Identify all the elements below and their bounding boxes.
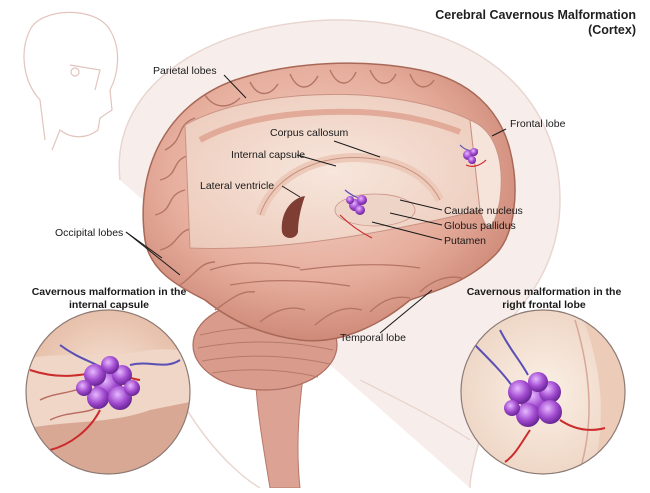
lateral-ventricle	[281, 196, 305, 238]
label-lateral-ventricle: Lateral ventricle	[200, 180, 275, 192]
label-temporal-lobe: Temporal lobe	[340, 332, 406, 344]
frontal-cut	[469, 119, 502, 227]
label-internal-capsule: Internal capsule	[231, 149, 306, 161]
gyri-folds	[154, 69, 463, 326]
inset-right-line-1: Cavernous malformation in the	[466, 286, 622, 298]
malformation-internal-capsule	[339, 189, 373, 239]
title-line-1: Cerebral Cavernous Malformation	[435, 8, 636, 22]
temporal-folds	[209, 262, 421, 287]
label-corpus-callosum: Corpus callosum	[270, 127, 349, 139]
label-occipital-lobes: Occipital lobes	[55, 227, 124, 239]
leader-lines	[125, 74, 507, 334]
small-head-icon	[23, 11, 119, 151]
inset-caption-frontal-lobe: Cavernous malformation in the right fron…	[455, 286, 633, 311]
malformation-frontal	[459, 144, 487, 167]
inset-left-line-2: internal capsule	[69, 298, 149, 311]
inset-frontal-lobe	[460, 309, 626, 475]
label-globus-pallidus: Globus pallidus	[444, 220, 516, 232]
inset-internal-capsule	[25, 309, 191, 475]
label-frontal-lobe: Frontal lobe	[510, 118, 566, 130]
label-parietal-lobes: Parietal lobes	[153, 65, 217, 77]
title-line-2: (Cortex)	[588, 23, 636, 37]
inset-caption-internal-capsule: Cavernous malformation in the internal c…	[20, 286, 198, 311]
diagram-title: Cerebral Cavernous Malformation (Cortex)	[435, 8, 636, 38]
inset-left-line-1: Cavernous malformation in the	[31, 286, 187, 298]
label-putamen: Putamen	[444, 235, 487, 247]
cortex-band	[198, 108, 462, 143]
inset-right-line-2: right frontal lobe	[502, 298, 586, 311]
label-caudate-nucleus: Caudate nucleus	[444, 205, 523, 217]
